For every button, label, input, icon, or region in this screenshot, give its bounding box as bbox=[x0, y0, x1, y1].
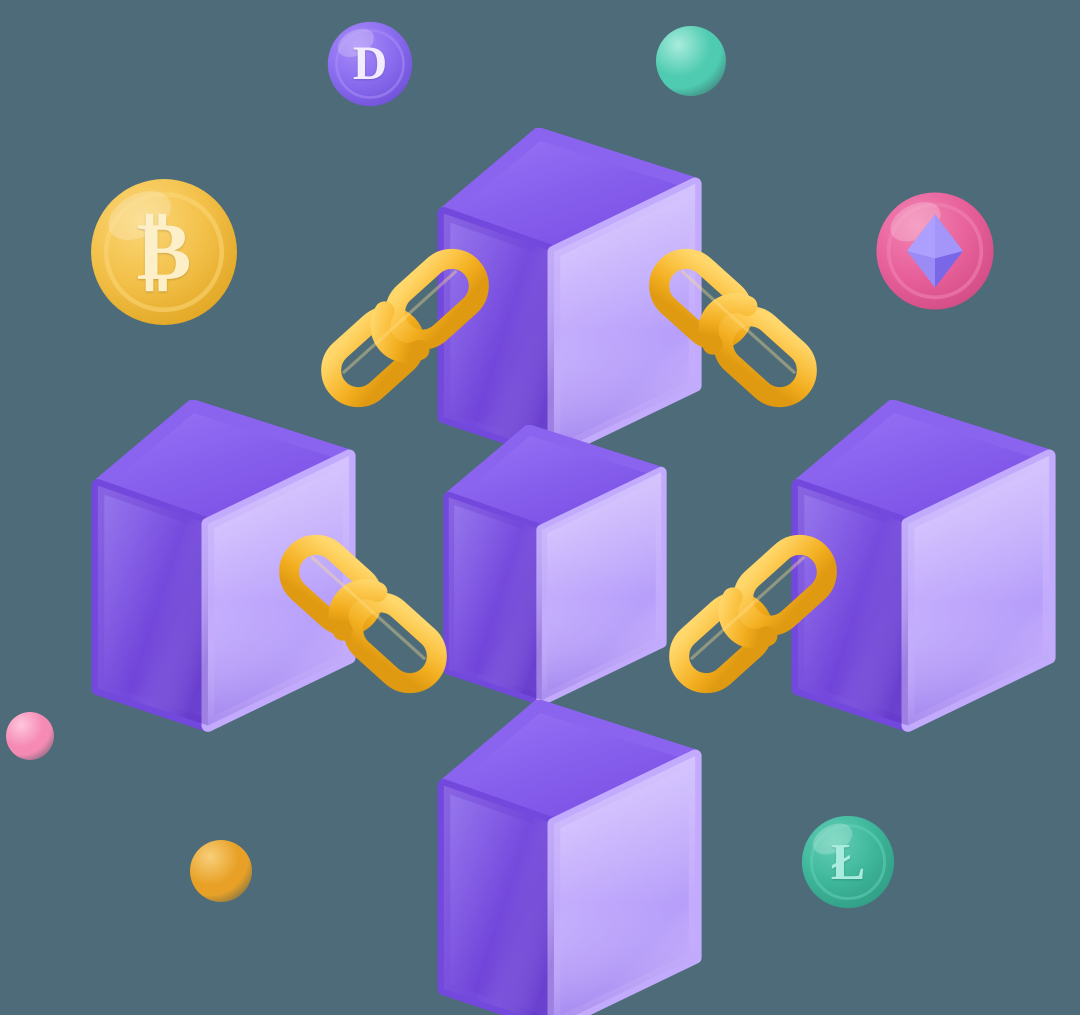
coin-highlight bbox=[337, 28, 374, 58]
coin-highlight bbox=[812, 823, 853, 855]
sphere-orange bbox=[190, 840, 252, 902]
chain-interlock bbox=[698, 293, 758, 355]
coin-inner-ring bbox=[103, 191, 225, 313]
chain-highlight bbox=[690, 556, 805, 660]
cube-right-shading bbox=[541, 472, 662, 701]
chain-interlock bbox=[718, 587, 778, 649]
coin-highlight bbox=[108, 191, 171, 241]
chain-ring bbox=[343, 592, 447, 694]
chain-interlock bbox=[370, 301, 430, 363]
cube-right bbox=[752, 399, 1058, 733]
chain-ring bbox=[713, 306, 817, 408]
chain-link bbox=[620, 219, 846, 437]
coin-inner-ring bbox=[335, 29, 405, 99]
chain-link bbox=[292, 219, 518, 437]
sphere-teal bbox=[656, 26, 726, 96]
coin-disc bbox=[801, 815, 895, 909]
chain-highlight bbox=[311, 556, 426, 660]
chain-highlight bbox=[342, 270, 457, 374]
coin-litecoin: Ł bbox=[800, 814, 896, 910]
coin-bitcoin: ₿ bbox=[88, 176, 240, 328]
sphere-pink bbox=[6, 712, 54, 760]
cube-bottom bbox=[398, 699, 704, 1015]
chain-ring bbox=[385, 248, 489, 350]
cube-left-shading bbox=[448, 497, 542, 701]
cube-right-shading bbox=[553, 755, 696, 1015]
chain-interlock bbox=[328, 579, 388, 641]
coin-disc bbox=[91, 179, 237, 325]
cube-right-shading bbox=[207, 455, 350, 726]
chain-link bbox=[250, 505, 476, 723]
chain-link bbox=[640, 505, 866, 723]
cube-center bbox=[410, 424, 668, 706]
ethereum-diamond-top bbox=[906, 214, 964, 259]
cube-left bbox=[52, 399, 358, 733]
cube-left-shading bbox=[443, 785, 554, 1015]
coin-inner-ring bbox=[886, 202, 984, 300]
coin-inner-ring bbox=[810, 824, 886, 900]
chain-highlight bbox=[681, 270, 796, 374]
coin-disc bbox=[327, 21, 413, 107]
cube-top bbox=[398, 127, 704, 461]
coin-ethereum bbox=[874, 190, 996, 312]
chain-ring bbox=[733, 534, 837, 636]
cube-right-shading bbox=[553, 183, 696, 454]
cube-right-shading bbox=[907, 455, 1050, 726]
cube-left-shading bbox=[97, 485, 208, 726]
coin-dai: D bbox=[326, 20, 414, 108]
